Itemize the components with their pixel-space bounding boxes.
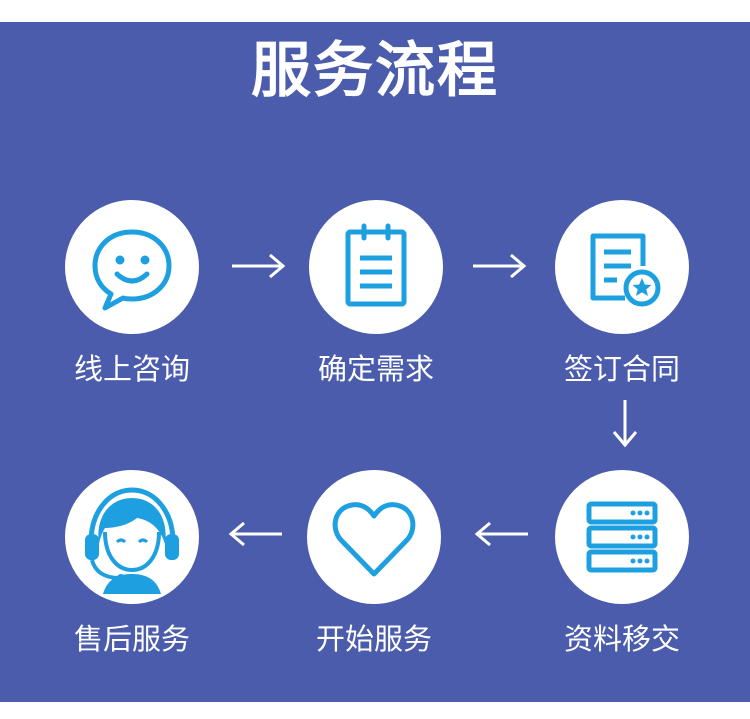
step-label: 确定需求 (317, 352, 434, 386)
server-stack-icon (586, 501, 658, 573)
step-label: 资料移交 (563, 622, 680, 656)
step-circle (555, 200, 689, 334)
heart-icon (332, 502, 416, 577)
arrow-down (610, 398, 640, 448)
contract-icon (590, 233, 661, 307)
step-circle (65, 200, 199, 334)
smile-chat-icon (92, 229, 172, 311)
step-label: 签订合同 (563, 352, 680, 386)
arrow-right-icon (232, 253, 286, 279)
arrow-right-2 (471, 253, 527, 279)
step-label: 售后服务 (73, 622, 190, 656)
arrow-left-icon (474, 521, 528, 547)
arrow-left-1 (474, 521, 530, 547)
arrow-down-icon (612, 400, 638, 448)
step-label: 开始服务 (315, 622, 432, 656)
arrow-right-1 (230, 253, 286, 279)
step-circle (65, 470, 199, 604)
arrow-right-icon (473, 253, 527, 279)
step-label: 线上咨询 (73, 352, 190, 386)
clipboard-icon (345, 223, 407, 307)
page-title: 服务流程 (251, 36, 499, 106)
step-circle (555, 470, 689, 604)
arrow-left-icon (228, 521, 282, 547)
step-circle (309, 200, 443, 334)
headset-agent-icon (85, 487, 179, 594)
arrow-left-2 (228, 521, 284, 547)
step-circle (307, 470, 441, 604)
